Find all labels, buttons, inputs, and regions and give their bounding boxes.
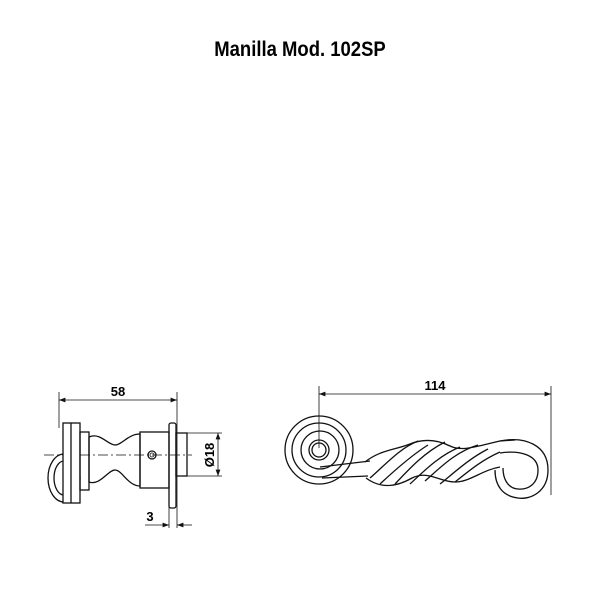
flange — [168, 422, 177, 509]
twisted-lever — [319, 439, 516, 487]
rosette — [284, 415, 354, 485]
lever-end-loop — [494, 439, 549, 499]
collar — [139, 431, 170, 489]
spindle-stub — [175, 432, 188, 477]
handle-body — [88, 433, 141, 487]
side-view: 58 Ø18 3 — [44, 384, 222, 528]
rosette-neck — [79, 431, 90, 491]
dimension-114-label: 114 — [425, 378, 447, 393]
dimension-3-label: 3 — [146, 509, 153, 524]
drawing-title: Manilla Mod. 102SP — [214, 38, 386, 61]
dimension-58-label: 58 — [111, 384, 125, 399]
front-view: 114 — [284, 378, 552, 499]
diameter-18-label: Ø18 — [202, 443, 217, 468]
set-screw-inner — [149, 452, 155, 458]
set-screw — [147, 450, 157, 460]
